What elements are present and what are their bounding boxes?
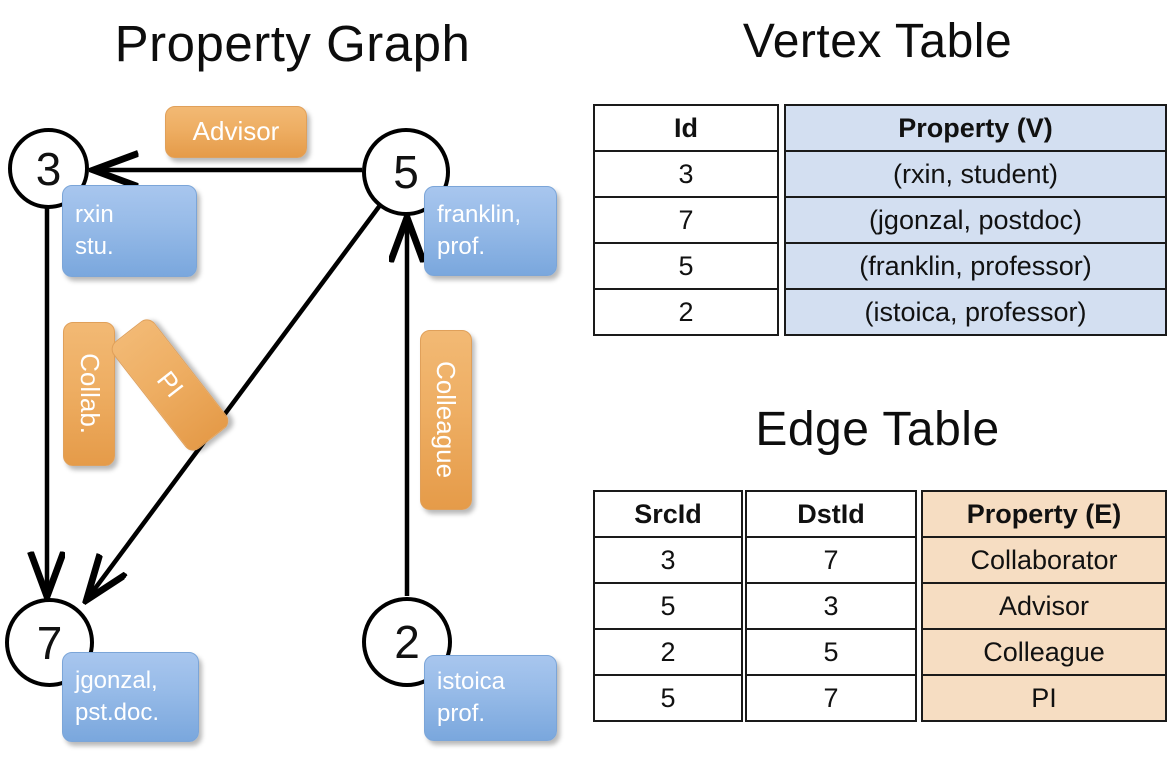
table-row: Advisor xyxy=(921,582,1167,630)
vertex-property-line1: franklin, xyxy=(437,200,522,228)
vertex-property-cell: (istoica, professor) xyxy=(784,288,1167,336)
edge-srcid-cell: 5 xyxy=(593,582,743,630)
vertex-property-box-rxin: rxin stu. xyxy=(62,185,197,277)
edge-label-collab-text: Collab. xyxy=(74,353,105,435)
vertex-property-line2: pst.doc. xyxy=(75,699,160,726)
table-row: (istoica, professor) xyxy=(784,288,1167,336)
table-row: PI xyxy=(921,674,1167,722)
table-row: 7 xyxy=(745,536,917,584)
table-row: 7 xyxy=(593,196,779,244)
vertex-property-line2: prof. xyxy=(437,233,486,260)
edge-label-collab: Collab. xyxy=(63,322,115,466)
table-row: 2 xyxy=(593,628,743,676)
vertex-node-2-label: 2 xyxy=(394,616,420,668)
vertex-property-line1: istoica xyxy=(437,667,506,695)
edge-label-advisor: Advisor xyxy=(165,106,307,158)
vertex-node-2[interactable]: 2 xyxy=(362,597,452,687)
table-row: 5 xyxy=(593,674,743,722)
edge-table-header-srcid: SrcId xyxy=(593,490,743,538)
edge-label-pi-text: PI xyxy=(151,365,190,404)
table-row: 3 xyxy=(593,150,779,198)
vertex-property-box-istoica: istoica prof. xyxy=(424,655,557,741)
table-row: 7 xyxy=(745,674,917,722)
table-header-row: Id xyxy=(593,104,779,152)
table-row: 5 xyxy=(593,242,779,290)
table-header-row: SrcId xyxy=(593,490,743,538)
table-row: 2 xyxy=(593,288,779,336)
vertex-property-line2: prof. xyxy=(437,700,486,727)
vertex-property-line1: rxin xyxy=(75,200,114,228)
edge-table-header-property: Property (E) xyxy=(921,490,1167,538)
edge-table-header-dstid: DstId xyxy=(745,490,917,538)
vertex-property-line1: jgonzal, xyxy=(75,666,158,694)
edge-table-property-column: Property (E) Collaborator Advisor Collea… xyxy=(921,490,1167,722)
edge-table-srcid-column: SrcId 3 5 2 5 xyxy=(593,490,743,722)
edge-srcid-cell: 2 xyxy=(593,628,743,676)
vertex-property-line2: stu. xyxy=(75,233,114,260)
edge-5-to-7-pi xyxy=(88,202,383,598)
vertex-id-cell: 3 xyxy=(593,150,779,198)
edge-srcid-cell: 3 xyxy=(593,536,743,584)
vertex-property-cell: (franklin, professor) xyxy=(784,242,1167,290)
page-title-vertex-table: Vertex Table xyxy=(742,15,1013,68)
page-title-edge-table: Edge Table xyxy=(755,403,1000,456)
edge-label-colleague-text: Colleague xyxy=(431,361,462,479)
table-header-row: Property (V) xyxy=(784,104,1167,152)
edge-dstid-cell: 5 xyxy=(745,628,917,676)
vertex-node-5-label: 5 xyxy=(393,146,419,198)
vertex-property-box-franklin: franklin, prof. xyxy=(424,186,557,276)
vertex-property-cell: (jgonzal, postdoc) xyxy=(784,196,1167,244)
vertex-table-id-column: Id 3 7 5 2 xyxy=(593,104,779,336)
table-row: 3 xyxy=(593,536,743,584)
edge-dstid-cell: 3 xyxy=(745,582,917,630)
edge-property-cell: Collaborator xyxy=(921,536,1167,584)
table-header-row: Property (E) xyxy=(921,490,1167,538)
table-row: 5 xyxy=(593,582,743,630)
vertex-table-property-column: Property (V) (rxin, student) (jgonzal, p… xyxy=(784,104,1167,336)
edge-label-colleague: Colleague xyxy=(420,330,472,510)
vertex-id-cell: 5 xyxy=(593,242,779,290)
graph-edges-layer xyxy=(0,0,585,760)
table-row: Colleague xyxy=(921,628,1167,676)
edge-dstid-cell: 7 xyxy=(745,674,917,722)
table-header-row: DstId xyxy=(745,490,917,538)
table-row: (franklin, professor) xyxy=(784,242,1167,290)
edge-table-dstid-column: DstId 7 3 5 7 xyxy=(745,490,917,722)
vertex-node-3-label: 3 xyxy=(35,142,62,195)
vertex-property-box-jgonzal: jgonzal, pst.doc. xyxy=(62,652,199,742)
table-row: 3 xyxy=(745,582,917,630)
table-row: (jgonzal, postdoc) xyxy=(784,196,1167,244)
table-row: Collaborator xyxy=(921,536,1167,584)
vertex-table-header-id: Id xyxy=(593,104,779,152)
vertex-id-cell: 7 xyxy=(593,196,779,244)
property-graph-diagram: 3 5 7 2 rxin stu. franklin, prof. jgonza… xyxy=(0,0,585,760)
table-row: (rxin, student) xyxy=(784,150,1167,198)
edge-property-cell: Advisor xyxy=(921,582,1167,630)
page-title-property-graph: Property Graph xyxy=(114,15,471,72)
edge-property-cell: PI xyxy=(921,674,1167,722)
edge-label-advisor-text: Advisor xyxy=(192,116,280,147)
vertex-id-cell: 2 xyxy=(593,288,779,336)
edge-property-cell: Colleague xyxy=(921,628,1167,676)
edge-srcid-cell: 5 xyxy=(593,674,743,722)
table-row: 5 xyxy=(745,628,917,676)
vertex-property-cell: (rxin, student) xyxy=(784,150,1167,198)
vertex-table-header-property: Property (V) xyxy=(784,104,1167,152)
vertex-node-7-label: 7 xyxy=(36,616,63,669)
edge-dstid-cell: 7 xyxy=(745,536,917,584)
